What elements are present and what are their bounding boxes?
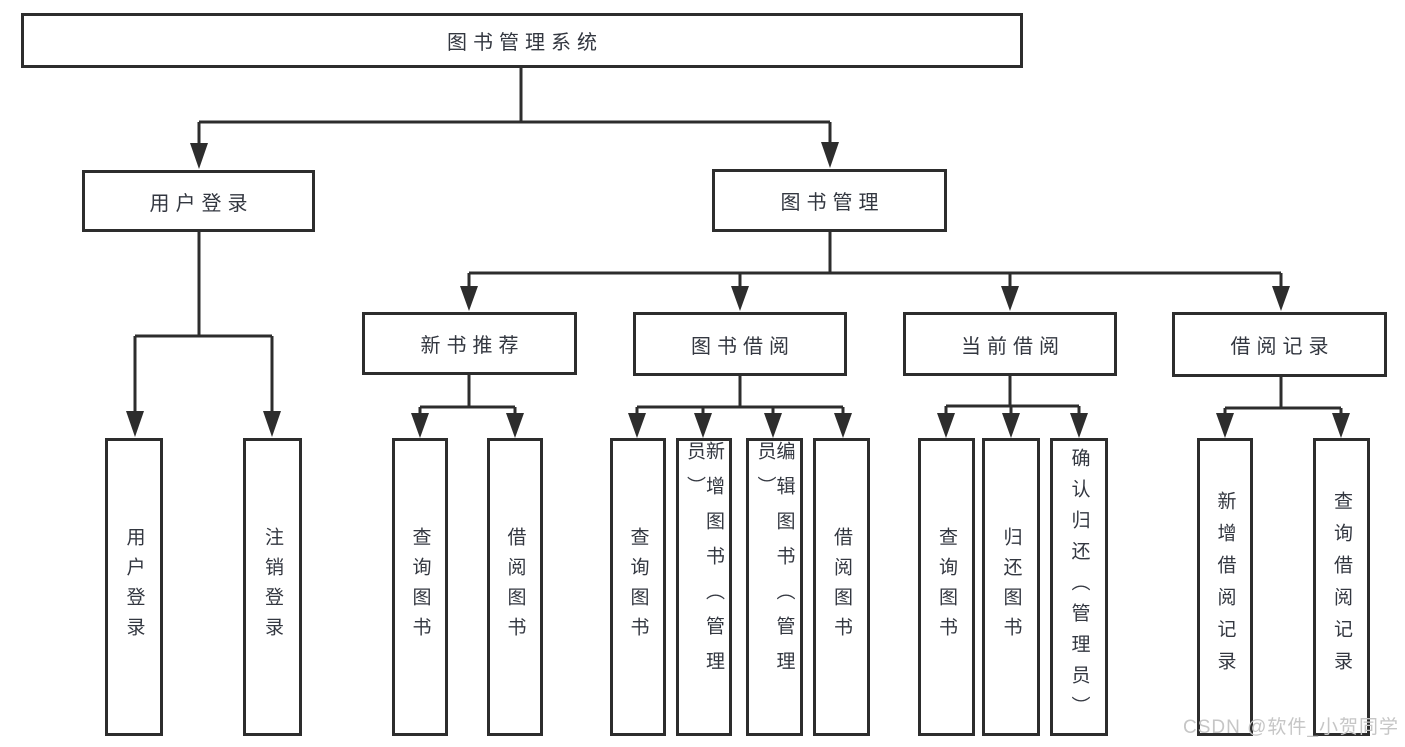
leaf-edit-books-admin: 编辑图书（管理员） xyxy=(746,438,803,736)
edge-book-management-to-level3 xyxy=(460,232,1290,311)
leaf-borrow-books-recommend: 借阅图书 xyxy=(487,438,543,736)
leaf-add-books-admin: 新增图书（管理员） xyxy=(676,438,732,736)
node-current-borrow: 当前借阅 xyxy=(903,312,1117,376)
node-new-book-recommend: 新书推荐 xyxy=(362,312,577,375)
edge-current-borrow-to-leaves xyxy=(937,376,1088,438)
leaf-user-login: 用户登录 xyxy=(105,438,163,736)
leaf-query-books-recommend: 查询图书 xyxy=(392,438,448,736)
leaf-query-books-current: 查询图书 xyxy=(918,438,975,736)
leaf-add-borrow-record: 新增借阅记录 xyxy=(1197,438,1253,736)
edge-root-to-level2 xyxy=(190,68,839,169)
edge-user-login-to-leaves xyxy=(126,232,281,437)
leaf-query-borrow-record: 查询借阅记录 xyxy=(1313,438,1370,736)
leaf-borrow-books: 借阅图书 xyxy=(813,438,870,736)
csdn-watermark: CSDN @软件_小贺同学 xyxy=(1183,717,1399,738)
node-book-management: 图书管理 xyxy=(712,169,947,232)
leaf-query-books-borrow: 查询图书 xyxy=(610,438,666,736)
leaf-confirm-return-admin: 确认归还（管理员） xyxy=(1050,438,1108,736)
node-book-borrow: 图书借阅 xyxy=(633,312,847,376)
leaf-logout: 注销登录 xyxy=(243,438,302,736)
node-user-login: 用户登录 xyxy=(82,170,315,232)
node-library-management-system: 图书管理系统 xyxy=(21,13,1023,68)
leaf-return-books: 归还图书 xyxy=(982,438,1040,736)
edge-book-borrow-to-leaves xyxy=(628,376,852,438)
edge-borrow-record-to-leaves xyxy=(1216,377,1350,438)
node-borrow-record: 借阅记录 xyxy=(1172,312,1387,377)
edge-new-book-recommend-to-leaves xyxy=(411,375,524,438)
